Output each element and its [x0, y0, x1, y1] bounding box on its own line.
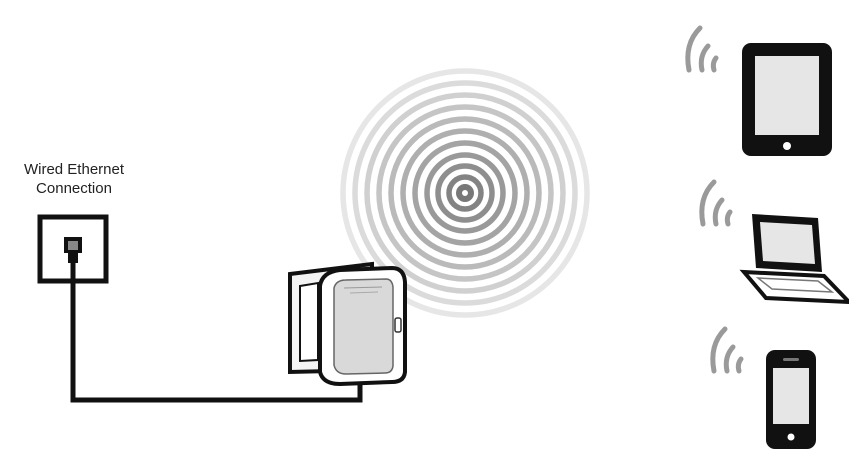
- wifi-signal-icon: [713, 329, 741, 371]
- broadcast-ring: [459, 187, 471, 199]
- wifi-signal-icon: [702, 182, 730, 224]
- smartphone-icon: [766, 350, 816, 449]
- broadcast-ring: [415, 143, 515, 243]
- wifi-signal-icon: [688, 28, 716, 70]
- broadcast-ring: [367, 95, 563, 291]
- broadcast-ring: [403, 131, 527, 255]
- broadcast-ring: [449, 177, 481, 209]
- wall-plug-router-icon: [290, 264, 405, 384]
- tablet-icon: [742, 43, 832, 156]
- broadcast-ring: [438, 166, 492, 220]
- laptop-icon: [744, 214, 849, 302]
